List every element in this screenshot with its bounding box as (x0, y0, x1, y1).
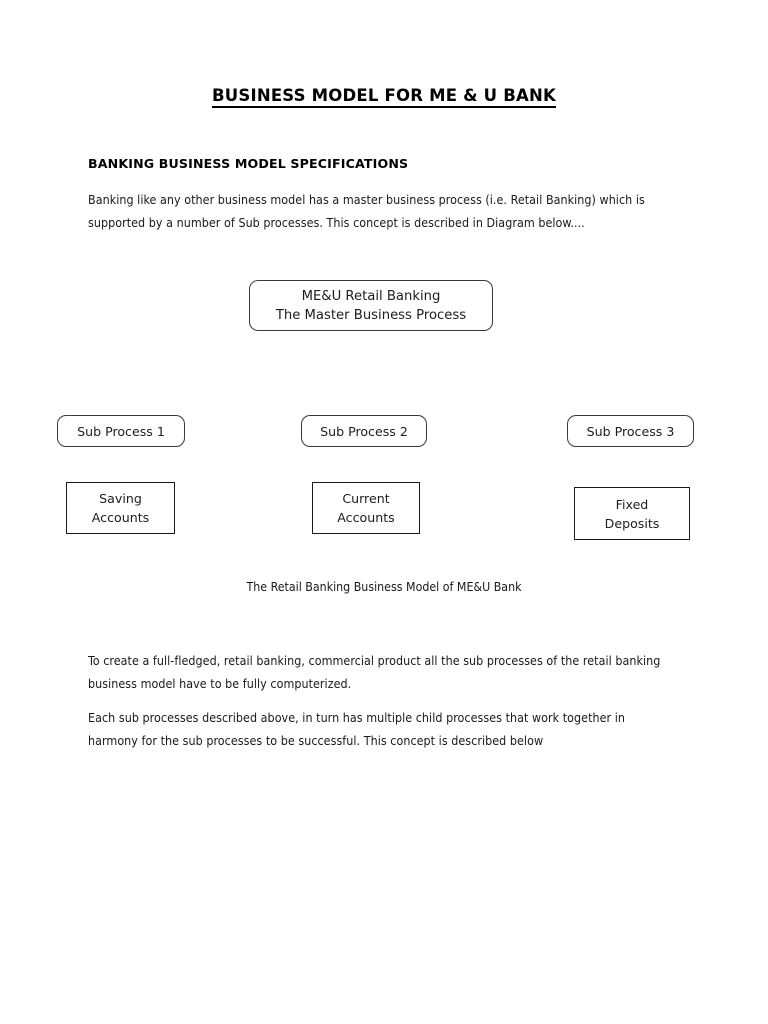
node-master-business-process: ME&U Retail Banking The Master Business … (249, 280, 493, 331)
node-fixed-deposits: Fixed Deposits (574, 487, 690, 540)
node-sub-process-2: Sub Process 2 (301, 415, 427, 447)
diagram-connectors (0, 0, 768, 300)
figure-caption: The Retail Banking Business Model of ME&… (246, 580, 522, 594)
node-sub-process-1-label: Sub Process 1 (77, 423, 165, 439)
paragraph-intro: Banking like any other business model ha… (88, 192, 645, 230)
node-fixed-deposits-label: Fixed Deposits (604, 496, 660, 531)
node-current-accounts-label: Current Accounts (337, 491, 395, 525)
node-saving-accounts-label: Saving Accounts (91, 491, 150, 525)
business-model-diagram: ME&U Retail Banking The Master Business … (0, 260, 768, 560)
section-heading: BANKING BUSINESS MODEL SPECIFICATIONS (88, 156, 409, 171)
node-current-accounts: Current Accounts (312, 482, 420, 534)
page-title: BUSINESS MODEL FOR ME & U BANK (0, 86, 768, 108)
node-sub-process-2-label: Sub Process 2 (320, 423, 408, 439)
node-sub-process-1: Sub Process 1 (57, 415, 185, 447)
node-sub-process-3: Sub Process 3 (567, 415, 694, 447)
paragraph-create: To create a full-fledged, retail banking… (88, 653, 661, 691)
node-saving-accounts: Saving Accounts (66, 482, 175, 534)
node-sub-process-3-label: Sub Process 3 (586, 423, 675, 439)
paragraph-each: Each sub processes described above, in t… (88, 710, 626, 748)
node-master-label: ME&U Retail Banking The Master Business … (275, 288, 467, 323)
page-title-text: BUSINESS MODEL FOR ME & U BANK (212, 86, 556, 108)
